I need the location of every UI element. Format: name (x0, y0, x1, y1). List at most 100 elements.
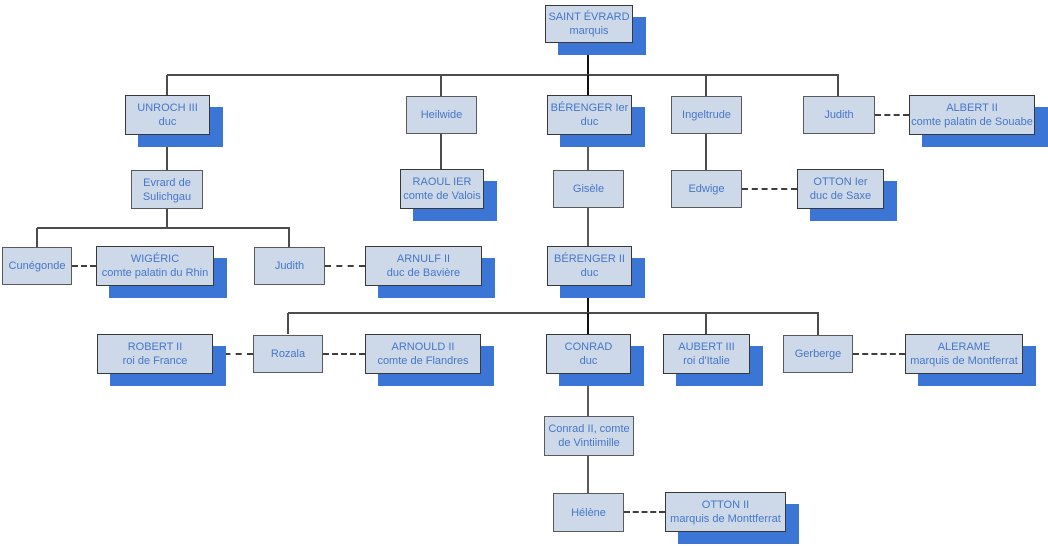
node-heilwide: Heilwide (406, 96, 477, 134)
node-arnould-ii: ARNOULD II comte de Flandres (365, 334, 481, 374)
node-label: Judith (824, 109, 854, 121)
marriage-dashed-line (213, 353, 253, 355)
node-label: Hélène (571, 506, 606, 519)
node-label: comte de Flandres (377, 355, 469, 367)
node-wigeric: WIGÉRIC comte palatin du Rhin (96, 246, 214, 286)
node-label: ARNOULD II (391, 341, 455, 353)
node-label: marquis de Montferrat (910, 355, 1018, 367)
node-otton-ier: OTTON Ier duc de Saxe (797, 169, 884, 209)
node-label: Conrad II, comte (548, 423, 630, 435)
node-label: Cunégonde (8, 260, 66, 272)
connector-line (166, 75, 168, 95)
node-helene: Hélène (553, 493, 624, 532)
node-label: roi de France (122, 355, 188, 367)
node-label: BÉRENGER II (554, 253, 625, 265)
connector-line (587, 208, 589, 246)
connector-line (587, 75, 589, 95)
node-albert-ii: ALBERT II comte palatin de Souabe (909, 95, 1035, 135)
node-label: marquis de Monttferrat (670, 513, 781, 525)
node-label: Judith (274, 260, 305, 272)
node-label: Edwige (688, 183, 725, 195)
node-label: OTTON II (701, 499, 750, 511)
node-judith-1: Judith (803, 96, 875, 134)
connector-line (166, 135, 168, 170)
connector-line (166, 209, 168, 228)
node-conrad-duc: CONRAD duc (546, 334, 631, 374)
node-alerame: ALERAME marquis de Montferrat (905, 334, 1023, 374)
node-aubert-iii: AUBERT III roi d'Italie (663, 334, 750, 374)
connector-line (36, 228, 38, 247)
node-unroch-iii: UNROCH III duc (125, 95, 210, 135)
connector-line (587, 374, 589, 416)
node-saint-evrard: SAINT ÉVRARD marquis (545, 5, 633, 43)
marriage-dashed-line (72, 265, 96, 267)
connector-line (440, 75, 442, 96)
node-label: duc (579, 355, 598, 367)
connector-line (587, 313, 589, 334)
node-label: Heilwide (420, 109, 463, 121)
node-otton-ii: OTTON II marquis de Monttferrat (665, 492, 786, 532)
node-cunegonde: Cunégonde (2, 247, 72, 285)
connector-line (587, 43, 589, 75)
node-label: CONRAD (564, 341, 613, 353)
marriage-dashed-line (624, 511, 665, 513)
marriage-dashed-line (853, 353, 905, 355)
marriage-dashed-line (323, 353, 365, 355)
node-label: roi d'Italie (683, 355, 730, 367)
node-robert-ii: ROBERT II roi de France (97, 334, 213, 374)
node-label: marquis (569, 25, 609, 37)
node-label: OTTON Ier (813, 176, 868, 188)
node-label: BÉRENGER Ier (550, 102, 629, 114)
connector-line (587, 286, 589, 313)
node-label: duc (580, 116, 599, 128)
node-label: duc de Saxe (809, 190, 872, 202)
node-label: comte palatin de Souabe (911, 116, 1033, 128)
node-label: UNROCH III (137, 102, 198, 114)
node-ingeltrude: Ingeltrude (671, 96, 742, 134)
node-label: AUBERT III (678, 341, 735, 353)
connector-line (287, 313, 289, 334)
node-raoul-ier: RAOUL IER comte de Valois (400, 169, 484, 209)
connector-line (37, 227, 290, 229)
connector-line (587, 135, 589, 170)
node-berenger-ii: BÉRENGER II duc (547, 246, 632, 286)
marriage-dashed-line (742, 188, 797, 190)
connector-line (288, 228, 290, 247)
node-label: Gisèle (572, 183, 605, 195)
node-label: SAINT ÉVRARD (548, 11, 630, 23)
node-label: duc de Bavière (386, 267, 461, 279)
node-label: comte palatin du Rhin (101, 267, 209, 279)
node-label: ALERAME (937, 341, 991, 353)
node-conrad-ii: Conrad II, comte de Vintiimille (544, 416, 634, 456)
node-label: comte de Valois (403, 190, 481, 202)
connector-line (817, 313, 819, 335)
node-label: RAOUL IER (412, 176, 472, 188)
node-label: ALBERT II (946, 102, 998, 114)
node-edwige: Edwige (671, 170, 742, 208)
node-label: Gerberge (794, 348, 842, 360)
node-label: de Vintiimille (558, 437, 620, 449)
node-label: duc (158, 116, 177, 128)
connector-line (705, 134, 707, 170)
node-arnulf-ii: ARNULF II duc de Bavière (365, 246, 482, 286)
node-rozala: Rozala (253, 335, 323, 373)
connector-line (587, 456, 589, 493)
marriage-dashed-line (325, 265, 365, 267)
node-label: ROBERT II (127, 341, 183, 353)
node-label: Rozala (270, 348, 306, 360)
marriage-dashed-line (875, 114, 909, 116)
node-berenger-ier: BÉRENGER Ier duc (547, 95, 632, 135)
node-label: duc (580, 267, 599, 279)
connector-line (705, 75, 707, 96)
node-label: ARNULF II (396, 253, 451, 265)
node-label: Sulichgau (142, 190, 192, 203)
node-label: WIGÉRIC (130, 253, 180, 265)
node-judith-2: Judith (254, 247, 325, 285)
connector-line (440, 134, 442, 169)
connector-line (167, 74, 839, 76)
connector-line (705, 313, 707, 334)
connector-line (288, 312, 819, 314)
node-label: Evrard de (143, 176, 191, 189)
